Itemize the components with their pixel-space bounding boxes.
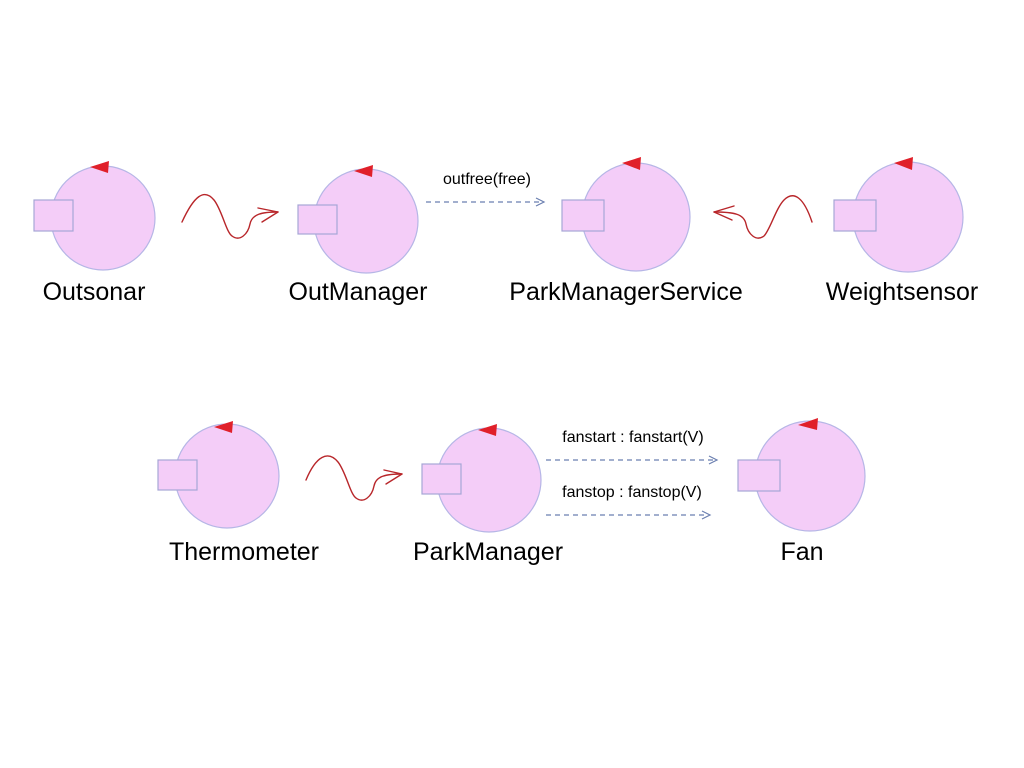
actor-weightsensor[interactable]: Weightsensor — [826, 157, 978, 306]
actor-parkmanagerservice[interactable]: ParkManagerService — [509, 157, 743, 306]
actor-fan[interactable]: Fan — [737, 418, 866, 566]
actor-label: Weightsensor — [826, 278, 978, 306]
message-fanstart[interactable]: fanstart : fanstart(V) — [546, 429, 719, 465]
event-thermometer-to-parkmanager[interactable] — [305, 455, 403, 501]
actor-port — [421, 463, 462, 495]
message-label: outfree(free) — [443, 171, 531, 188]
arrowhead-icon — [713, 205, 735, 221]
actor-label: ParkManager — [413, 538, 563, 566]
message-outfree[interactable]: outfree(free) — [426, 171, 546, 207]
actor-thermometer[interactable]: Thermometer — [157, 421, 319, 566]
actor-label: Thermometer — [169, 538, 319, 566]
actor-port — [833, 199, 877, 232]
actor-marker-icon — [798, 418, 818, 430]
actor-outsonar[interactable]: Outsonar — [33, 161, 156, 306]
arrowhead-icon — [701, 510, 712, 520]
message-label: fanstart : fanstart(V) — [562, 429, 703, 446]
message-label: fanstop : fanstop(V) — [562, 484, 702, 501]
arrowhead-icon — [535, 197, 546, 207]
actor-label: Outsonar — [43, 278, 146, 306]
actor-label: ParkManagerService — [509, 278, 742, 306]
actor-marker-icon — [214, 421, 233, 433]
actor-port — [33, 199, 74, 232]
event-outsonar-to-outmanager[interactable] — [181, 194, 279, 239]
event-weightsensor-to-parkmanagerservice[interactable] — [713, 195, 813, 239]
actor-marker-icon — [622, 157, 641, 170]
actor-label: OutManager — [289, 278, 428, 306]
event-squiggle-icon — [713, 195, 813, 239]
actor-label: Fan — [780, 538, 823, 566]
arrowhead-icon — [257, 207, 279, 223]
arrowhead-icon — [708, 455, 719, 465]
actor-parkmanager[interactable]: ParkManager — [413, 424, 563, 566]
actor-marker-icon — [478, 424, 497, 436]
actor-outmanager[interactable]: OutManager — [289, 165, 428, 306]
event-squiggle-icon — [181, 194, 279, 239]
message-fanstop[interactable]: fanstop : fanstop(V) — [546, 484, 712, 520]
arrowhead-icon — [383, 469, 403, 485]
actor-marker-icon — [894, 157, 913, 170]
actor-port — [561, 199, 605, 232]
actor-marker-icon — [354, 165, 373, 177]
actor-marker-icon — [90, 161, 109, 173]
actor-port — [737, 459, 781, 492]
actor-port — [157, 459, 198, 491]
actor-port — [297, 204, 338, 235]
event-squiggle-icon — [305, 455, 403, 501]
